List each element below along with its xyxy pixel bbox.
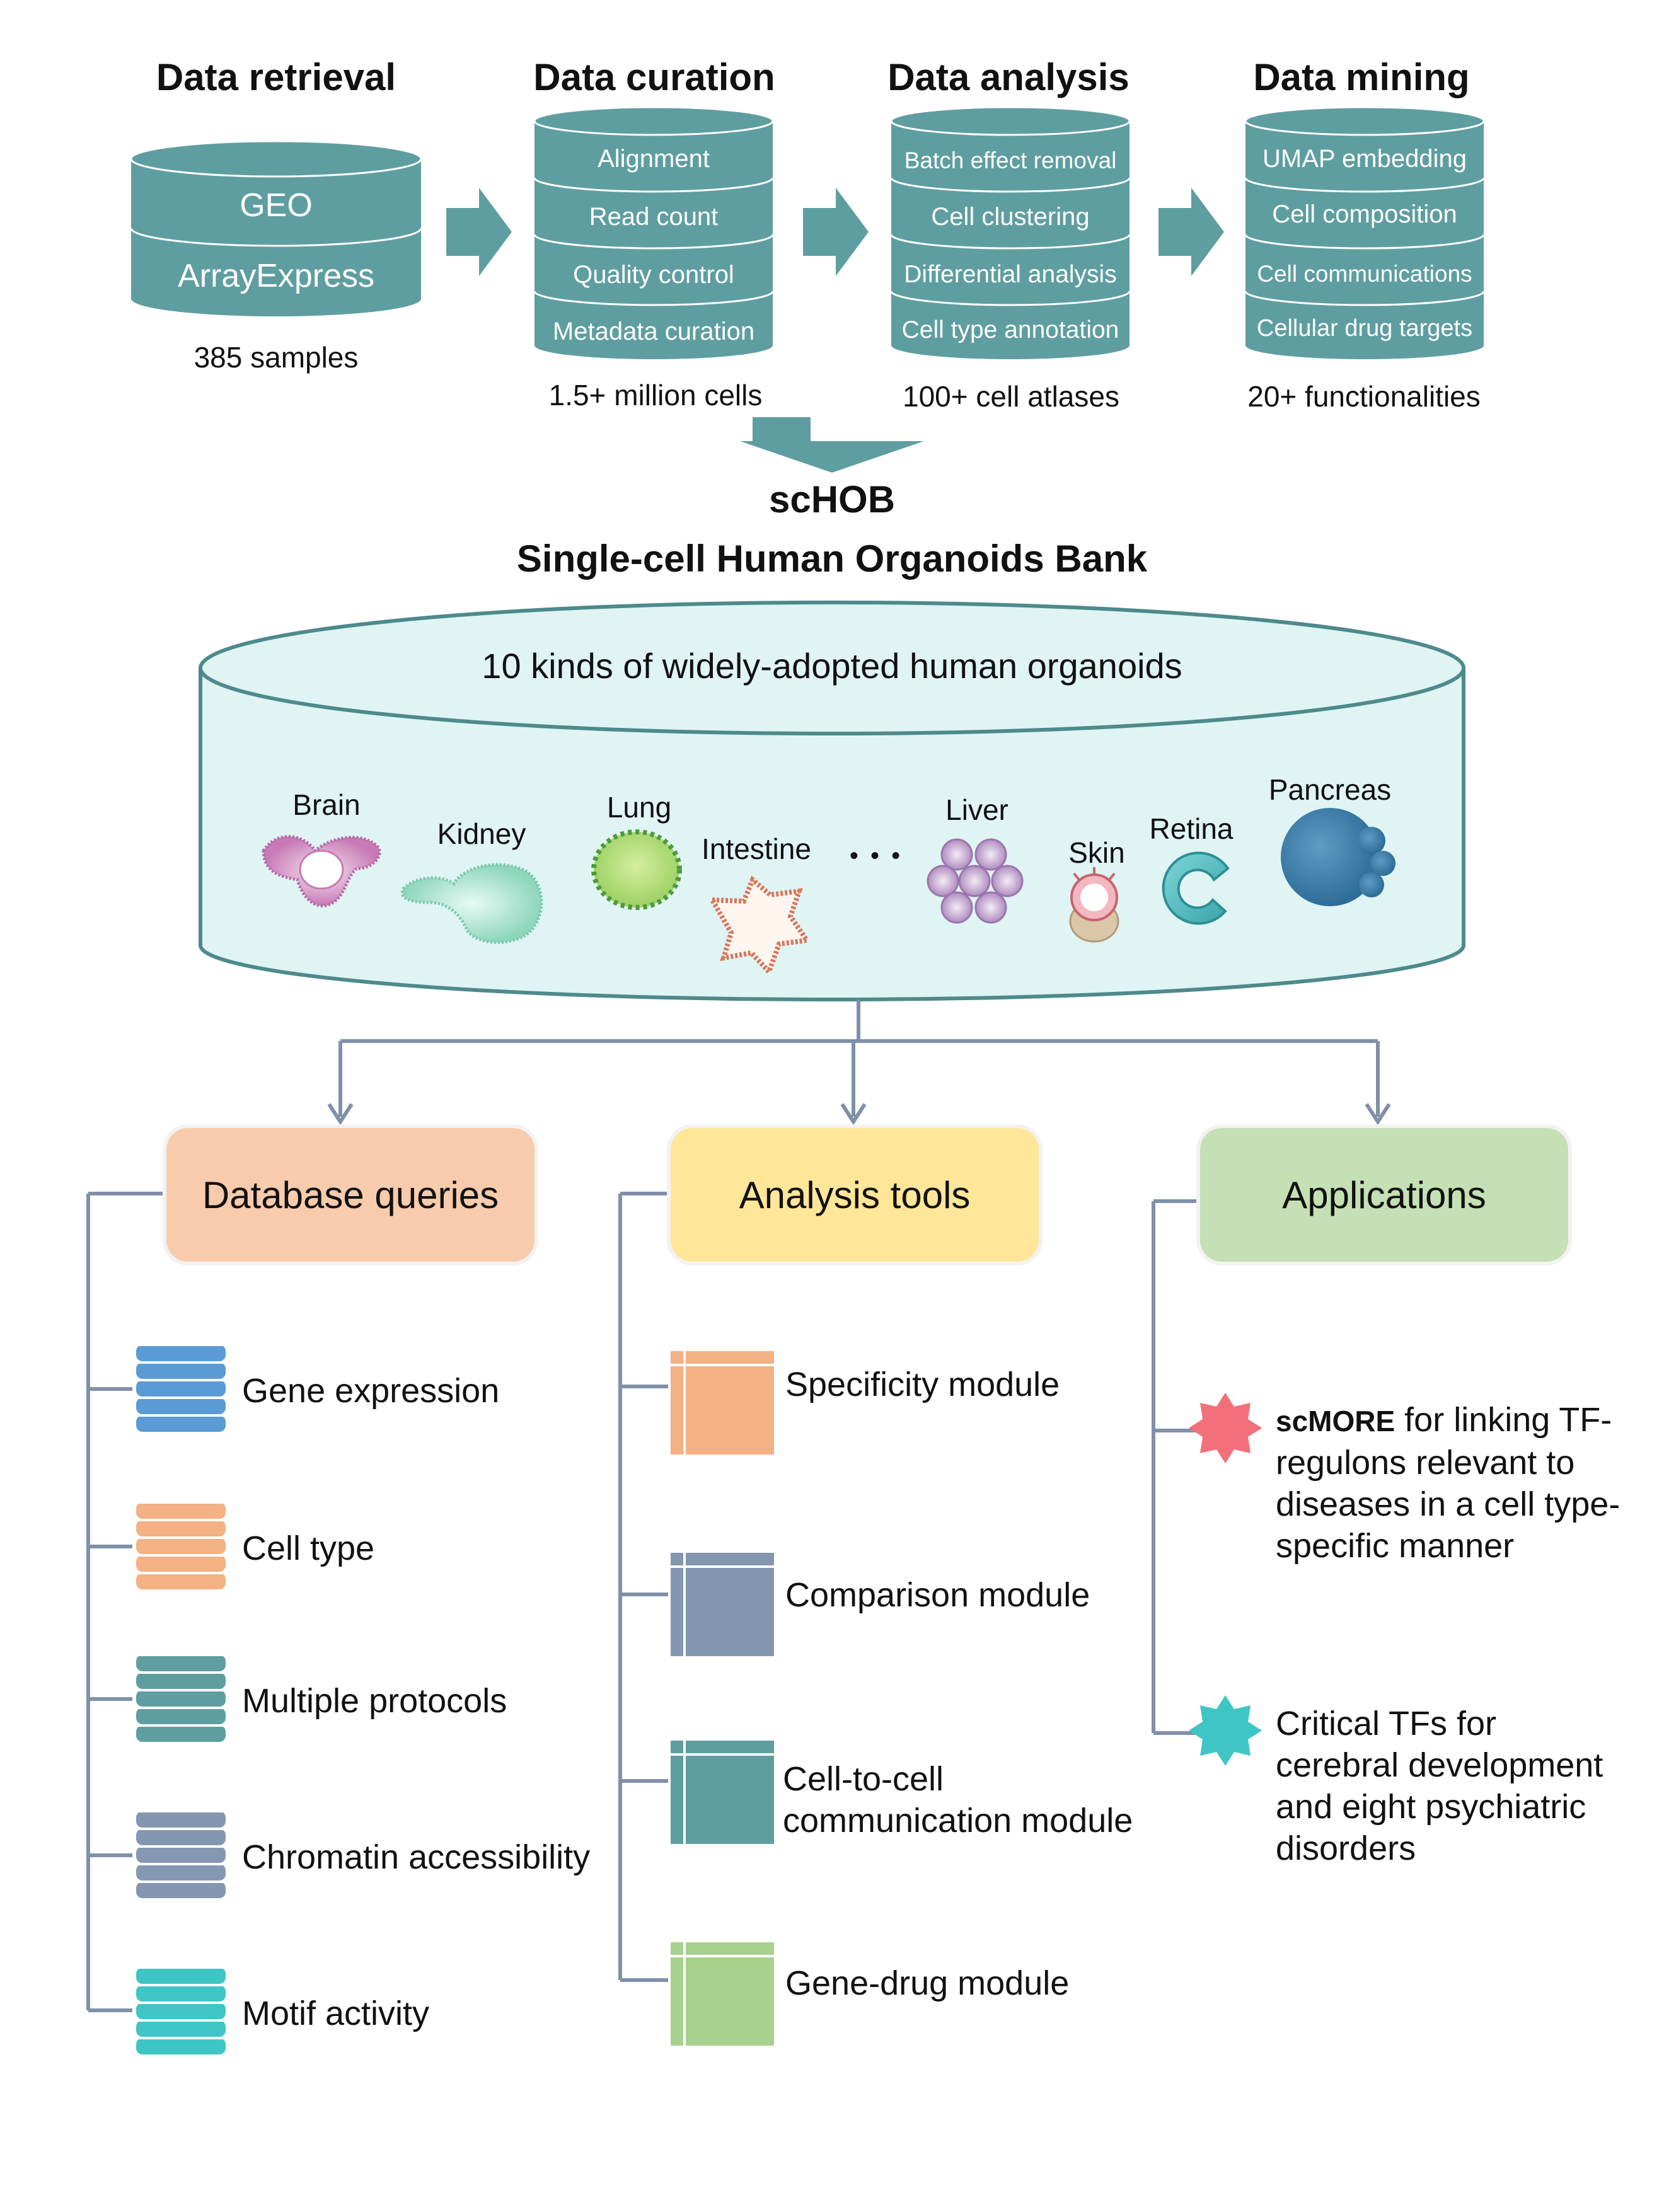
bank-subtitle: 10 kinds of widely-adopted human organoi… xyxy=(482,646,1182,686)
layer-cell-communications: Cell communications xyxy=(1257,261,1472,287)
organ-label-lung: Lung xyxy=(606,791,672,824)
specificity-module-icon xyxy=(671,1351,774,1455)
arrow-down xyxy=(740,417,924,473)
tool-comparison-module[interactable]: Comparison module xyxy=(785,1576,1090,1614)
layer-differential-analysis: Differential analysis xyxy=(904,261,1117,288)
organ-label-brain: Brain xyxy=(292,788,361,821)
application-critical-tfs-text: Critical TFs for cerebral development an… xyxy=(1276,1705,1603,1867)
cylinder-data-retrieval xyxy=(130,140,422,316)
ellipsis: • • • xyxy=(849,842,903,870)
layer-cell-clustering: Cell clustering xyxy=(931,203,1090,231)
organ-label-retina: Retina xyxy=(1149,812,1234,845)
caption-atlases: 100+ cell atlases xyxy=(903,380,1119,413)
application-scmore[interactable]: scMORE for linking TF-regulons relevant … xyxy=(1276,1399,1629,1567)
applications-label: Applications xyxy=(1282,1173,1486,1216)
liver-organoid-icon xyxy=(927,838,1024,924)
applications-box[interactable]: Applications xyxy=(1200,1128,1568,1262)
caption-cells: 1.5+ million cells xyxy=(548,379,763,412)
layer-alignment: Alignment xyxy=(598,145,710,173)
connector-tree xyxy=(327,999,1391,1126)
tool-cell-to-cell-line1: Cell-to-cell xyxy=(783,1760,944,1798)
layer-cellular-drug-targets: Cellular drug targets xyxy=(1256,315,1473,342)
tool-icons xyxy=(671,1351,774,2046)
cylinder-data-curation xyxy=(533,106,774,359)
brain-organoid-icon xyxy=(262,834,381,907)
database-queries-label: Database queries xyxy=(202,1173,499,1216)
analysis-tools-label: Analysis tools xyxy=(739,1173,971,1216)
organ-label-pancreas: Pancreas xyxy=(1268,773,1392,806)
teal-star-badge-icon xyxy=(1189,1695,1262,1766)
bank-name: scHOB xyxy=(768,478,896,521)
tool-gene-drug-module[interactable]: Gene-drug module xyxy=(785,1964,1070,2002)
layer-metadata-curation: Metadata curation xyxy=(552,318,755,345)
tool-cell-to-cell-module[interactable]: Cell-to-cell communication module xyxy=(783,1758,1133,1841)
database-icons xyxy=(136,1344,226,2054)
caption-samples: 385 samples xyxy=(194,341,359,374)
gene-drug-module-icon xyxy=(671,1942,774,2046)
layer-arrayexpress: ArrayExpress xyxy=(177,258,375,294)
cylinder-data-mining xyxy=(1244,106,1485,359)
organ-label-skin: Skin xyxy=(1068,836,1125,869)
tools-tree xyxy=(618,1192,671,1982)
arrow-right-3 xyxy=(1158,188,1224,276)
bank-full-name: Single-cell Human Organoids Bank xyxy=(516,538,1148,580)
cell-to-cell-module-icon xyxy=(671,1741,774,1844)
organ-label-kidney: Kidney xyxy=(437,817,526,850)
organ-label-liver: Liver xyxy=(945,793,1008,826)
stage-title-analysis: Data analysis xyxy=(887,56,1130,98)
intestine-organoid-icon xyxy=(707,875,811,977)
layer-quality-control: Quality control xyxy=(573,261,734,289)
kidney-organoid-icon xyxy=(400,863,543,944)
retina-organoid-icon xyxy=(1162,851,1230,925)
query-multiple-protocols[interactable]: Multiple protocols xyxy=(242,1682,507,1720)
layer-cell-composition: Cell composition xyxy=(1272,200,1457,228)
multiple-protocols-db-icon xyxy=(136,1654,226,1742)
query-gene-expression[interactable]: Gene expression xyxy=(242,1372,500,1410)
tool-specificity-module[interactable]: Specificity module xyxy=(785,1366,1060,1403)
application-critical-tfs[interactable]: Critical TFs for cerebral development an… xyxy=(1276,1703,1629,1869)
layer-batch-effect: Batch effect removal xyxy=(904,147,1117,173)
queries-tree xyxy=(86,1192,166,2012)
query-motif-activity[interactable]: Motif activity xyxy=(242,1995,430,2032)
stage-title-curation: Data curation xyxy=(533,56,775,98)
stage-title-retrieval: Data retrieval xyxy=(156,56,396,98)
cell-type-db-icon xyxy=(136,1501,226,1589)
caption-functionalities: 20+ functionalities xyxy=(1247,380,1481,413)
motif-activity-db-icon xyxy=(136,1966,226,2054)
layer-cell-type-annotation: Cell type annotation xyxy=(901,316,1119,343)
lung-organoid-icon xyxy=(591,829,682,910)
arrow-right-1 xyxy=(446,188,512,276)
gene-expression-db-icon xyxy=(136,1344,226,1432)
red-star-badge-icon xyxy=(1189,1393,1262,1463)
tool-cell-to-cell-line2: communication module xyxy=(783,1802,1133,1840)
layer-umap: UMAP embedding xyxy=(1262,145,1467,173)
query-cell-type[interactable]: Cell type xyxy=(242,1529,375,1567)
applications-tree xyxy=(1152,1199,1200,1735)
application-scmore-text: for linking TF-regulons relevant to dise… xyxy=(1276,1401,1621,1565)
query-chromatin-accessibility[interactable]: Chromatin accessibility xyxy=(242,1838,591,1876)
layer-read-count: Read count xyxy=(589,203,719,231)
arrow-right-2 xyxy=(803,188,869,276)
cylinder-data-analysis xyxy=(890,106,1131,359)
layer-geo: GEO xyxy=(240,187,313,224)
comparison-module-icon xyxy=(671,1553,774,1656)
skin-organoid-icon xyxy=(1069,867,1119,943)
analysis-tools-box[interactable]: Analysis tools xyxy=(671,1128,1039,1262)
application-scmore-name: scMORE xyxy=(1276,1405,1395,1437)
chromatin-accessibility-db-icon xyxy=(136,1810,226,1898)
organ-label-intestine: Intestine xyxy=(702,832,811,865)
stage-title-mining: Data mining xyxy=(1253,56,1470,98)
pancreas-organoid-icon xyxy=(1281,808,1395,906)
database-queries-box[interactable]: Database queries xyxy=(166,1128,534,1262)
